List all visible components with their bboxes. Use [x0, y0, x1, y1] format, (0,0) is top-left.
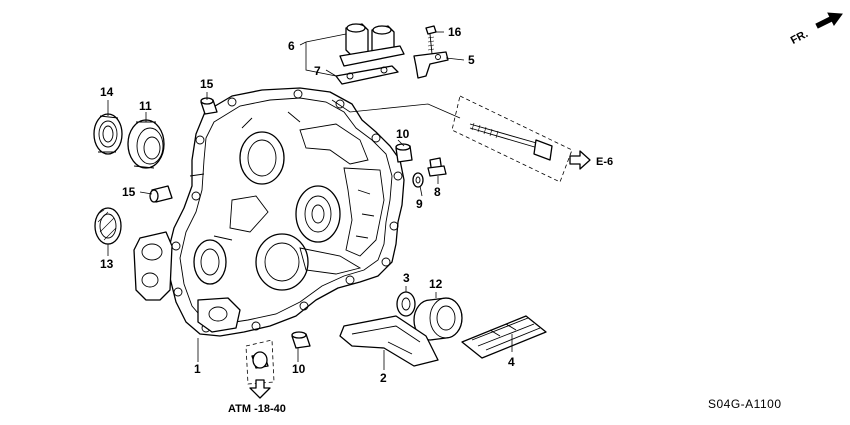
callout-5: 5: [468, 53, 475, 67]
ref-atm[interactable]: ATM -18-40: [228, 379, 286, 415]
callout-10-right: 10: [396, 127, 410, 141]
ref-e6-label: E-6: [596, 156, 613, 168]
callout-16: 16: [448, 25, 462, 39]
reference-box-atm: [245, 339, 275, 385]
bearing-12[interactable]: [413, 297, 463, 341]
callout-3: 3: [403, 271, 410, 285]
bracket-5[interactable]: [413, 51, 449, 79]
callout-15-left: 15: [122, 185, 136, 199]
dowel-pin-left[interactable]: [149, 185, 173, 203]
leader-lines: [107, 31, 513, 370]
plug-10-right[interactable]: [395, 143, 413, 163]
plug-10-lower[interactable]: [291, 331, 311, 349]
dowel-pin-upper[interactable]: [200, 97, 218, 115]
callout-2: 2: [380, 371, 387, 385]
callout-8: 8: [434, 185, 441, 199]
bearing-11[interactable]: [127, 119, 165, 169]
callout-13: 13: [100, 257, 114, 271]
reference-box-e6: [451, 95, 573, 183]
bolt-16[interactable]: [425, 25, 437, 55]
callout-6: 6: [288, 39, 295, 53]
callout-10-lower: 10: [292, 362, 306, 376]
plug-8[interactable]: [427, 157, 447, 177]
transmission-housing[interactable]: [133, 87, 405, 337]
leader-line-bolt: [331, 99, 461, 119]
ref-atm-label: ATM -18-40: [228, 403, 286, 415]
long-bolt[interactable]: [469, 122, 553, 161]
ref-e6[interactable]: E-6: [569, 150, 613, 170]
shift-solenoid-assembly[interactable]: [339, 23, 405, 67]
solenoid-gasket[interactable]: [335, 65, 399, 85]
front-label: FR.: [789, 28, 810, 47]
oil-guide-plate-2[interactable]: [339, 315, 439, 367]
outline-arrow-right-icon: [569, 150, 591, 170]
callout-14: 14: [100, 85, 114, 99]
callout-15-upper: 15: [200, 77, 214, 91]
front-direction-indicator: FR.: [789, 12, 843, 47]
bearing-14[interactable]: [93, 113, 123, 155]
callout-labels: 1 2 3 4 5 6 7 8 9 10 10 11 12 13 14 15 1…: [100, 25, 515, 385]
drain-plug-assembly[interactable]: [251, 351, 269, 369]
callout-12: 12: [429, 277, 443, 291]
outline-arrow-down-icon: [249, 379, 271, 399]
bearing-13[interactable]: [94, 207, 122, 245]
callout-1: 1: [194, 362, 201, 376]
front-direction-arrow-icon: [815, 12, 843, 29]
callout-4: 4: [508, 355, 515, 369]
diagram-code: S04G-A1100: [708, 397, 782, 411]
oil-screen-4[interactable]: [461, 315, 547, 359]
callout-7: 7: [314, 64, 321, 78]
callout-11: 11: [139, 99, 152, 113]
washer-3[interactable]: [396, 291, 416, 317]
washer-9[interactable]: [412, 172, 424, 188]
callout-9: 9: [416, 197, 423, 211]
